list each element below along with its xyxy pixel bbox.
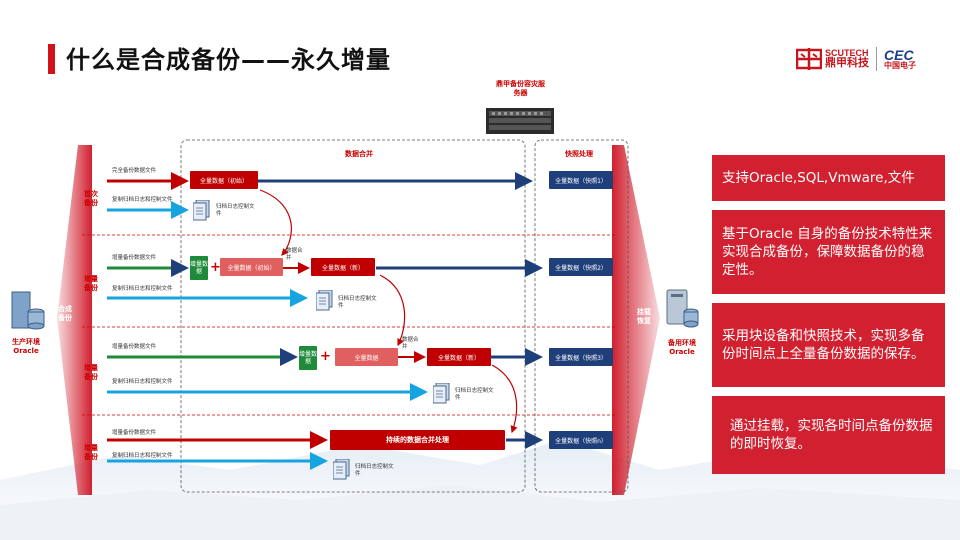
title-accent-bar xyxy=(48,44,55,74)
full-initial-box-2: 全量数据（初始） xyxy=(220,258,283,276)
feature-card-3: 采用块设备和快照技术，实现多备份时间点上全量备份数据的保存。 xyxy=(712,303,945,387)
row2-label: 增量备份 xyxy=(84,275,98,292)
row3-line1: 增量备份数据文件 xyxy=(112,344,157,350)
merge-container xyxy=(180,139,526,493)
scutech-logo-icon xyxy=(796,48,822,70)
brand-en: SCUTECH xyxy=(825,48,869,58)
row4-line1: 增量备份数据文件 xyxy=(112,430,157,436)
target-label: 备用环境 Oracle xyxy=(668,339,696,356)
row4-doc: 归档日志控制文件 xyxy=(355,464,394,477)
synthesis-label: 合成备份 xyxy=(58,305,72,322)
document-icon xyxy=(433,383,450,404)
row3-doc: 归档日志控制文件 xyxy=(455,388,494,401)
partner-en: CEC xyxy=(884,47,914,63)
right-chevron xyxy=(612,145,660,495)
feature-card-2-text: 基于Oracle 自身的备份技术特性来实现合成备份，保障数据备份的稳定性。 xyxy=(722,226,933,278)
row3-label: 增量备份 xyxy=(84,364,98,381)
source-label: 生产环境 Oracle xyxy=(12,338,40,355)
continuous-merge-box: 持续的数据合并处理 xyxy=(330,430,505,450)
row1-line2: 复制归档日志和控制文件 xyxy=(112,197,173,203)
row3-line2: 复制归档日志和控制文件 xyxy=(112,379,173,385)
snapshot-n: 全量数据（快照n） xyxy=(549,431,613,449)
logo-divider xyxy=(876,47,877,71)
document-icon xyxy=(193,200,210,221)
feature-card-1: 支持Oracle,SQL,Vmware,文件 xyxy=(712,155,945,201)
snapshot-2: 全量数据（快照2） xyxy=(549,258,613,276)
mount-label: 挂载恢复 xyxy=(637,308,651,325)
feature-card-3-text: 采用块设备和快照技术，实现多备份时间点上全量备份数据的保存。 xyxy=(722,328,925,362)
document-icon xyxy=(316,290,333,311)
row2-line1: 增量备份数据文件 xyxy=(112,255,157,261)
incremental-box-2: 增量数据 xyxy=(299,346,317,370)
partner-cn: 中国电子 xyxy=(884,61,916,70)
incremental-box-1: 增量数据 xyxy=(190,256,208,280)
full-new-box-2: 全量数据（新） xyxy=(427,348,491,366)
merge-label-1: 数据合并 xyxy=(286,248,303,261)
feature-card-2: 基于Oracle 自身的备份技术特性来实现合成备份，保障数据备份的稳定性。 xyxy=(712,210,945,294)
row1-doc: 归档日志控制文件 xyxy=(216,204,255,217)
full-initial-box: 全量数据（初始） xyxy=(190,171,258,189)
feature-card-4-text: 通过挂载，实现各时间点备份数据的即时恢复。 xyxy=(730,418,933,452)
snapshot-3: 全量数据（快照3） xyxy=(549,348,613,366)
backup-server-icon xyxy=(486,108,554,134)
feature-card-1-text: 支持Oracle,SQL,Vmware,文件 xyxy=(722,170,915,186)
row4-label: 增量备份 xyxy=(84,444,98,461)
row2-doc: 归档日志控制文件 xyxy=(338,296,377,309)
server-label: 鼎甲备份容灾服务器 xyxy=(496,80,545,97)
full-new-box-1: 全量数据（新） xyxy=(311,258,375,276)
plus-icon: + xyxy=(320,349,331,364)
document-icon xyxy=(333,459,350,480)
row1-label: 首次备份 xyxy=(84,190,98,207)
row2-line2: 复制归档日志和控制文件 xyxy=(112,286,173,292)
section-snapshot-label: 快照处理 xyxy=(565,150,593,158)
database-icon xyxy=(11,291,45,330)
page-title: 什么是合成备份——永久增量 xyxy=(66,46,391,74)
left-chevron xyxy=(57,145,92,495)
row1-line1: 完全备份数据文件 xyxy=(112,168,157,174)
standby-server-icon xyxy=(666,289,699,328)
plus-icon: + xyxy=(210,260,221,275)
row4-line2: 复制归档日志和控制文件 xyxy=(112,453,173,459)
section-merge-label: 数据合并 xyxy=(345,150,373,158)
full-data-box: 全量数据 xyxy=(335,348,398,366)
feature-card-4: 通过挂载，实现各时间点备份数据的即时恢复。 xyxy=(712,396,945,474)
brand-cn: 鼎甲科技 xyxy=(825,57,869,69)
snapshot-container xyxy=(534,139,629,493)
brand-logos: SCUTECH 鼎甲科技 CEC 中国电子 xyxy=(796,46,916,72)
snapshot-1: 全量数据（快照1） xyxy=(549,171,613,189)
merge-label-2: 数据合并 xyxy=(402,337,419,350)
